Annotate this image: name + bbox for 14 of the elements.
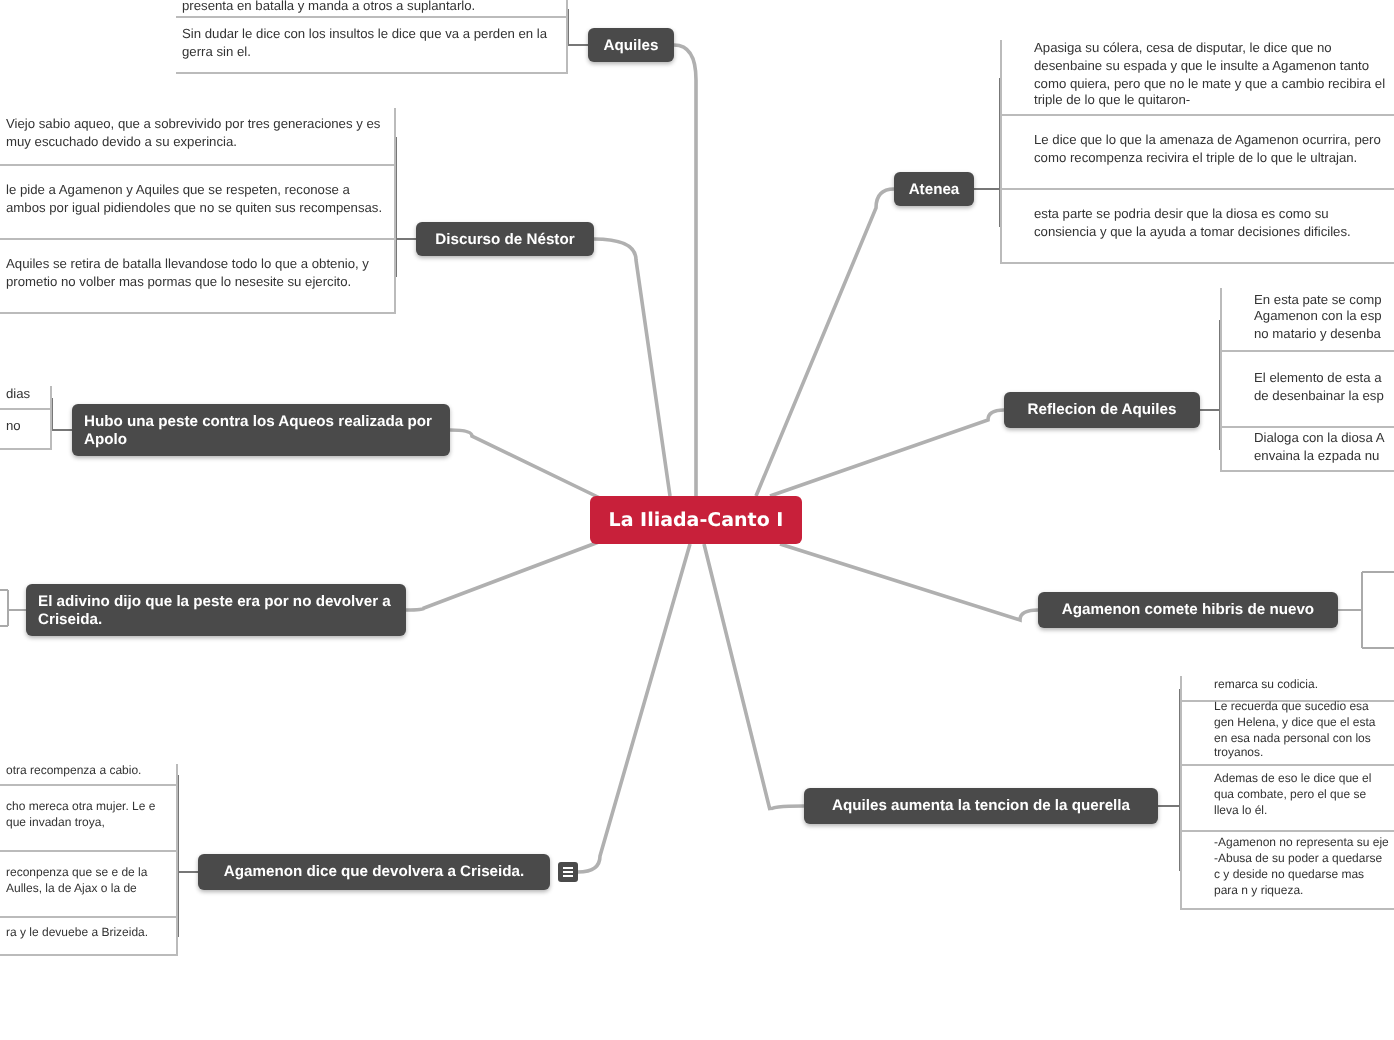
branch-line — [973, 188, 1001, 228]
branch-line — [769, 408, 1005, 498]
branch-line — [567, 44, 589, 47]
branch-line — [593, 237, 672, 497]
branch-line — [779, 542, 1039, 622]
branch-line — [395, 238, 417, 278]
branch-line — [1199, 409, 1221, 451]
central-topic: La Iliada-Canto I — [590, 496, 802, 544]
branch-line — [177, 871, 199, 938]
branch-line — [702, 543, 804, 812]
branch-line — [51, 429, 73, 431]
branch-line — [577, 543, 692, 874]
branch-line — [449, 428, 605, 502]
branch-line — [1157, 805, 1181, 872]
